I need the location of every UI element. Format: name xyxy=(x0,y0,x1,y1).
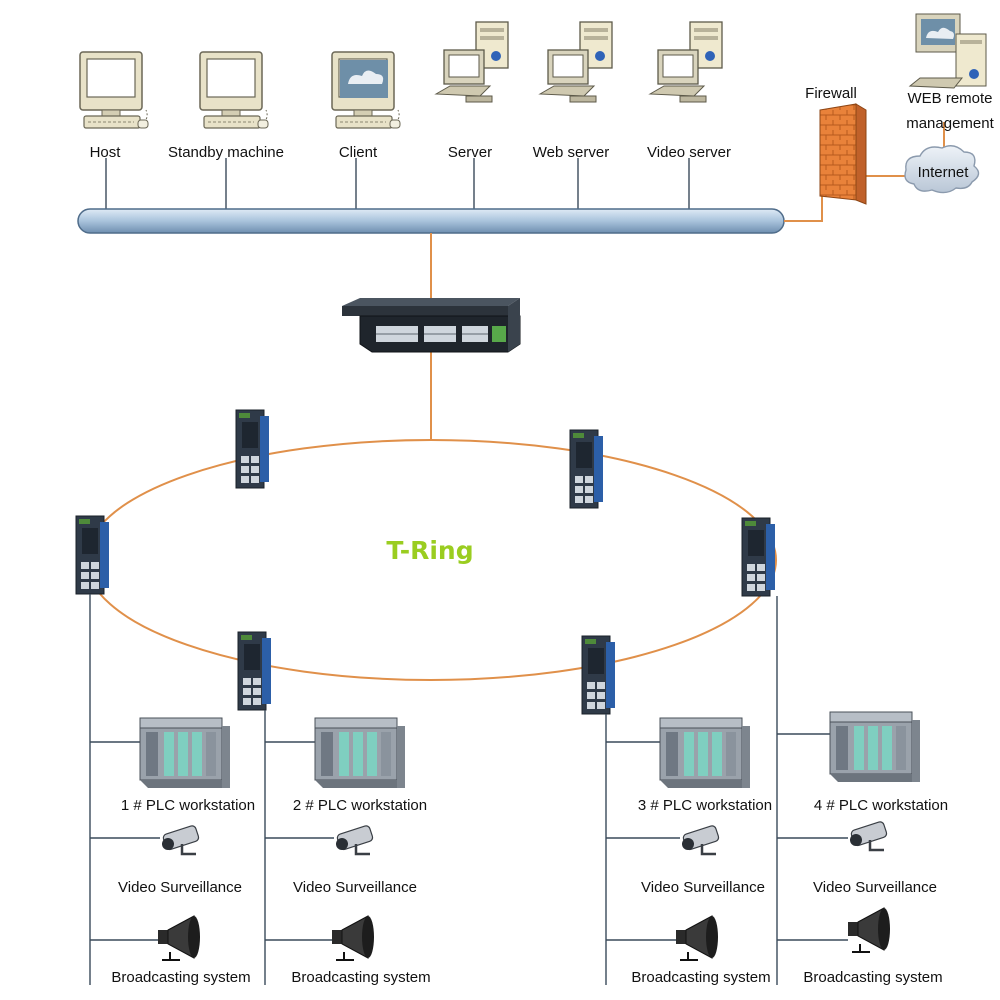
loudspeaker-icon xyxy=(157,915,201,961)
plc-workstation[interactable]: 4 # PLC workstation xyxy=(814,711,948,814)
internet-label: Internet xyxy=(918,164,970,181)
server-tower-icon xyxy=(908,13,987,89)
device-standby-machine[interactable]: Standby machine xyxy=(168,51,284,161)
video-label: Video Surveillance xyxy=(641,879,765,896)
video-label: Video Surveillance xyxy=(293,879,417,896)
cloud-icon xyxy=(904,145,980,194)
ring-switch-icon[interactable] xyxy=(581,635,616,715)
internet-cloud[interactable]: Internet xyxy=(904,145,980,194)
broadcasting-system[interactable]: Broadcasting system xyxy=(291,915,431,986)
broadcast-label: Broadcasting system xyxy=(111,969,250,986)
plc-rack-icon xyxy=(829,711,921,783)
web-remote-management[interactable]: WEB remote management xyxy=(906,13,995,132)
loudspeaker-icon xyxy=(847,907,891,953)
desktop-computer-icon xyxy=(331,51,401,129)
video-surveillance[interactable]: Video Surveillance xyxy=(293,823,417,896)
broadcasting-system[interactable]: Broadcasting system xyxy=(111,915,251,986)
cctv-camera-icon xyxy=(334,823,375,856)
server-tower-icon xyxy=(649,21,723,103)
firewall-label: Firewall xyxy=(805,85,857,102)
device-label: Host xyxy=(90,144,122,161)
t-ring: T-Ring xyxy=(85,439,777,681)
cctv-camera-icon xyxy=(848,819,889,852)
cctv-camera-icon xyxy=(680,823,721,856)
video-surveillance[interactable]: Video Surveillance xyxy=(813,819,937,896)
video-surveillance[interactable]: Video Surveillance xyxy=(641,823,765,896)
server-tower-icon xyxy=(435,21,509,103)
ring-switch-icon[interactable] xyxy=(741,517,776,597)
plc-workstation[interactable]: 3 # PLC workstation xyxy=(638,717,772,814)
ethernet-backbone-bus xyxy=(77,208,785,234)
broadcasting-system[interactable]: Broadcasting system xyxy=(631,915,771,986)
server-tower-icon xyxy=(539,21,613,103)
plc-label: 3 # PLC workstation xyxy=(638,797,772,814)
plc-rack-icon xyxy=(659,717,751,789)
ring-switch-icon[interactable] xyxy=(569,429,604,509)
plc-label: 2 # PLC workstation xyxy=(293,797,427,814)
device-host[interactable]: Host xyxy=(79,51,149,161)
device-label: Video server xyxy=(647,144,731,161)
station-4: 4 # PLC workstation Video Surveillance B… xyxy=(803,711,948,986)
station-3: 3 # PLC workstation Video Surveillance B… xyxy=(631,717,772,986)
video-label: Video Surveillance xyxy=(118,879,242,896)
plc-label: 4 # PLC workstation xyxy=(814,797,948,814)
station-2: 2 # PLC workstation Video Surveillance B… xyxy=(291,717,431,986)
broadcasting-system[interactable]: Broadcasting system xyxy=(803,907,943,986)
web-remote-label-line1: WEB remote xyxy=(907,90,992,107)
desktop-computer-icon xyxy=(79,51,149,129)
ring-switch-icon[interactable] xyxy=(235,409,270,489)
desktop-computer-icon xyxy=(199,51,269,129)
wan-links xyxy=(784,122,945,222)
loudspeaker-icon xyxy=(331,915,375,961)
core-rack-switch[interactable] xyxy=(342,298,521,353)
bus-drop-lines xyxy=(105,158,690,212)
device-label: Standby machine xyxy=(168,144,284,161)
plc-rack-icon xyxy=(139,717,231,789)
ring-switch-icon[interactable] xyxy=(75,515,110,595)
broadcast-label: Broadcasting system xyxy=(291,969,430,986)
device-video-server[interactable]: Video server xyxy=(647,21,731,161)
device-server[interactable]: Server xyxy=(435,21,509,161)
device-client[interactable]: Client xyxy=(331,51,401,161)
plc-rack-icon xyxy=(314,717,406,789)
station-1: 1 # PLC workstation Video Surveillance B… xyxy=(111,717,255,986)
ring-switch-icon[interactable] xyxy=(237,631,272,711)
rack-switch-icon xyxy=(342,298,521,353)
firewall[interactable]: Firewall xyxy=(805,85,867,205)
loudspeaker-icon xyxy=(675,915,719,961)
ring-title: T-Ring xyxy=(386,536,473,565)
web-remote-label-line2: management xyxy=(906,115,994,132)
plc-label: 1 # PLC workstation xyxy=(121,797,255,814)
device-label: Server xyxy=(448,144,492,161)
plc-workstation[interactable]: 2 # PLC workstation xyxy=(293,717,427,814)
broadcast-label: Broadcasting system xyxy=(631,969,770,986)
field-tree-lines xyxy=(89,594,848,985)
video-label: Video Surveillance xyxy=(813,879,937,896)
device-label: Client xyxy=(339,144,378,161)
device-label: Web server xyxy=(533,144,609,161)
video-surveillance[interactable]: Video Surveillance xyxy=(118,823,242,896)
broadcast-label: Broadcasting system xyxy=(803,969,942,986)
device-web-server[interactable]: Web server xyxy=(533,21,613,161)
firewall-brick-icon xyxy=(819,103,867,205)
plc-workstation[interactable]: 1 # PLC workstation xyxy=(121,717,255,814)
cctv-camera-icon xyxy=(160,823,201,856)
